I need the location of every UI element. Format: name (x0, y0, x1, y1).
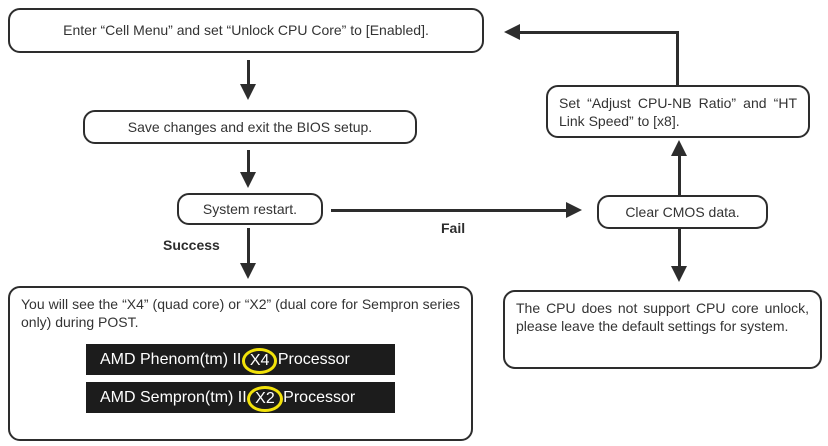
arrowhead-right-icon (566, 202, 582, 218)
arrowhead-down-icon (240, 263, 256, 279)
x4-highlight-circle: X4 (241, 347, 278, 374)
flow-node-set-cpunb-ratio: Set “Adjust CPU-NB Ratio” and “HT Link S… (546, 85, 810, 138)
arrowhead-down-icon (671, 266, 687, 282)
post-bar-sempron-prefix: AMD Sempron(tm) II (100, 388, 252, 406)
post-bar-sempron-suffix: Processor (278, 388, 356, 406)
flow-node-set-cpunb-ratio-text: Set “Adjust CPU-NB Ratio” and “HT Link S… (559, 95, 797, 130)
post-screen-bars: AMD Phenom(tm) II X4 Processor AMD Sempr… (86, 343, 395, 413)
arrow-shaft (678, 229, 681, 266)
arrow-shaft (331, 209, 566, 212)
arrow-shaft (676, 31, 679, 85)
arrowhead-down-icon (240, 84, 256, 100)
arrowhead-down-icon (240, 172, 256, 188)
arrow-shaft (520, 31, 679, 34)
flow-node-clear-cmos-text: Clear CMOS data. (625, 203, 740, 220)
post-bar-phenom: AMD Phenom(tm) II X4 Processor (86, 343, 395, 375)
arrowhead-up-icon (671, 140, 687, 156)
arrowhead-left-icon (504, 24, 520, 40)
arrow-shaft (247, 228, 250, 263)
post-bar-phenom-prefix: AMD Phenom(tm) II (100, 350, 246, 368)
x2-highlight-circle: X2 (247, 385, 283, 412)
post-bar-phenom-suffix: Processor (273, 350, 350, 368)
flow-node-post-result-text: You will see the “X4” (quad core) or “X2… (21, 296, 460, 331)
flow-node-enter-cell-menu: Enter “Cell Menu” and set “Unlock CPU Co… (8, 8, 484, 53)
flow-node-post-result: You will see the “X4” (quad core) or “X2… (8, 286, 473, 441)
flow-node-save-exit-bios-text: Save changes and exit the BIOS setup. (127, 118, 373, 135)
flow-node-system-restart: System restart. (177, 193, 323, 225)
flow-node-enter-cell-menu-text: Enter “Cell Menu” and set “Unlock CPU Co… (63, 22, 429, 39)
post-bar-sempron: AMD Sempron(tm) II X2 Processor (86, 381, 395, 413)
arrow-shaft (247, 150, 250, 172)
edge-label-success: Success (163, 237, 220, 253)
flow-node-clear-cmos: Clear CMOS data. (597, 195, 768, 229)
flow-node-no-support-text: The CPU does not support CPU core unlock… (516, 300, 809, 335)
flow-node-save-exit-bios: Save changes and exit the BIOS setup. (83, 110, 417, 144)
arrow-shaft (247, 60, 250, 84)
flow-node-no-support: The CPU does not support CPU core unlock… (503, 290, 822, 369)
arrow-shaft (678, 156, 681, 195)
flow-node-system-restart-text: System restart. (202, 200, 298, 217)
edge-label-fail: Fail (441, 220, 466, 236)
